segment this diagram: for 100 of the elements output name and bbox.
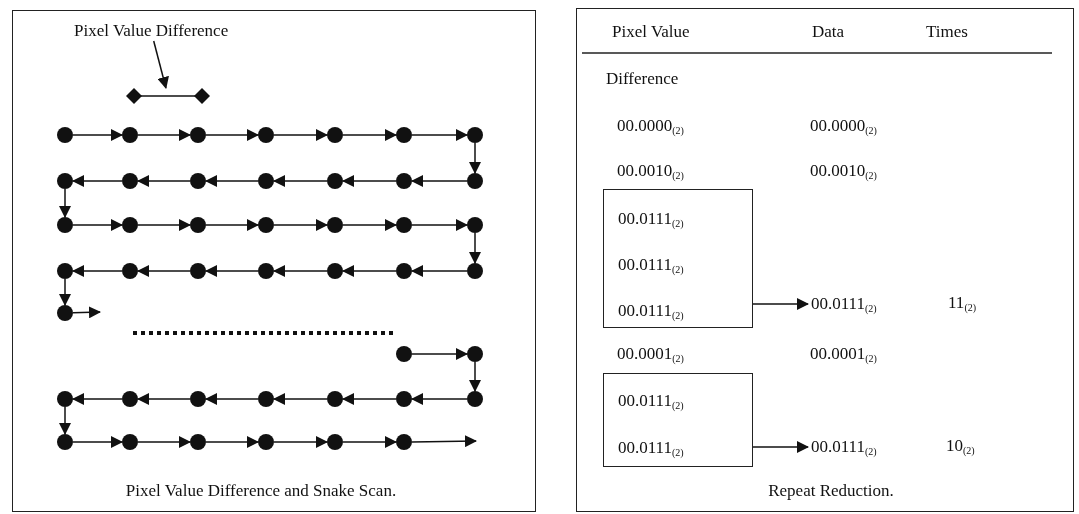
arrow	[469, 232, 481, 264]
arrow	[72, 436, 123, 448]
dot	[57, 434, 73, 450]
dot	[396, 217, 412, 233]
arrow	[411, 219, 468, 231]
dot	[57, 127, 73, 143]
value-text: 00.0111$_{(2)}$	[618, 209, 684, 229]
arrow	[59, 406, 71, 435]
dot	[57, 391, 73, 407]
dot	[122, 434, 138, 450]
value-text: 00.0111$_{(2)}$	[618, 391, 684, 411]
dot	[396, 173, 412, 189]
arrow	[137, 219, 191, 231]
arrow	[205, 129, 259, 141]
arrow	[342, 129, 397, 141]
dot	[258, 263, 274, 279]
dot	[327, 217, 343, 233]
dot	[467, 173, 483, 189]
dot	[122, 263, 138, 279]
dot	[396, 391, 412, 407]
arrow	[72, 265, 123, 277]
arrow	[469, 361, 481, 392]
dot	[327, 434, 343, 450]
value-text: 00.0010$_{(2)}$	[810, 161, 877, 181]
arrow	[137, 436, 191, 448]
arrow	[411, 393, 468, 405]
arrow	[273, 436, 328, 448]
dot	[57, 263, 73, 279]
reduced-value: 00.0111$_{(2)}$	[811, 437, 877, 457]
dot	[122, 217, 138, 233]
column-header: Times	[926, 22, 968, 42]
arrow	[411, 435, 477, 448]
arrow	[205, 393, 259, 405]
reduced-value: 00.0111$_{(2)}$	[811, 294, 877, 314]
arrow	[72, 175, 123, 187]
dot	[327, 391, 343, 407]
figure-caption: Repeat Reduction.	[768, 481, 894, 501]
arrow	[273, 265, 328, 277]
dot	[467, 127, 483, 143]
dot	[57, 217, 73, 233]
arrow	[273, 175, 328, 187]
dot	[327, 173, 343, 189]
dot	[258, 127, 274, 143]
arrow	[752, 298, 809, 310]
arrow	[72, 306, 101, 319]
dot	[57, 305, 73, 321]
value-text: 11$_{(2)}$	[948, 293, 977, 313]
callout-text: Pixel Value Difference	[74, 21, 229, 41]
grouping-frame	[603, 189, 753, 328]
arrow	[205, 175, 259, 187]
dot	[467, 217, 483, 233]
value-text: 00.0111$_{(2)}$	[618, 438, 684, 458]
diamond-ended-segment	[126, 88, 210, 104]
dot	[258, 391, 274, 407]
arrow	[342, 219, 397, 231]
value-text: 00.0000$_{(2)}$	[810, 116, 877, 136]
dot	[396, 346, 412, 362]
dot	[190, 127, 206, 143]
arrow	[72, 129, 123, 141]
arrow	[411, 265, 468, 277]
figure-caption: Pixel Value Difference and Snake Scan.	[125, 481, 397, 501]
dot	[258, 434, 274, 450]
arrow	[411, 175, 468, 187]
dot	[190, 263, 206, 279]
arrow	[342, 393, 397, 405]
dot	[190, 173, 206, 189]
dot	[190, 217, 206, 233]
arrow	[273, 129, 328, 141]
column-header: Data	[812, 22, 845, 42]
value-text: 00.0001$_{(2)}$	[810, 344, 877, 364]
dot	[327, 127, 343, 143]
dot	[122, 173, 138, 189]
dot	[258, 217, 274, 233]
arrow	[342, 436, 397, 448]
dot	[122, 391, 138, 407]
panel	[12, 10, 536, 512]
arrow	[205, 436, 259, 448]
dot	[190, 391, 206, 407]
value-text: 00.0001$_{(2)}$	[617, 344, 684, 364]
arrow	[137, 393, 191, 405]
arrow	[72, 219, 123, 231]
grouping-frame	[603, 373, 753, 467]
panel	[576, 8, 1074, 512]
dot	[396, 127, 412, 143]
dot	[467, 263, 483, 279]
dot	[467, 391, 483, 407]
dot	[396, 434, 412, 450]
dot	[57, 173, 73, 189]
column-header: Difference	[606, 69, 679, 89]
dot	[122, 127, 138, 143]
arrow	[205, 265, 259, 277]
arrow	[411, 129, 468, 141]
value-text: 00.0010$_{(2)}$	[617, 161, 684, 181]
arrow	[411, 348, 468, 360]
dot	[396, 263, 412, 279]
value-text: 00.0111$_{(2)}$	[618, 255, 684, 275]
arrow	[59, 188, 71, 218]
arrow	[137, 265, 191, 277]
arrow	[72, 393, 123, 405]
arrow	[273, 219, 328, 231]
